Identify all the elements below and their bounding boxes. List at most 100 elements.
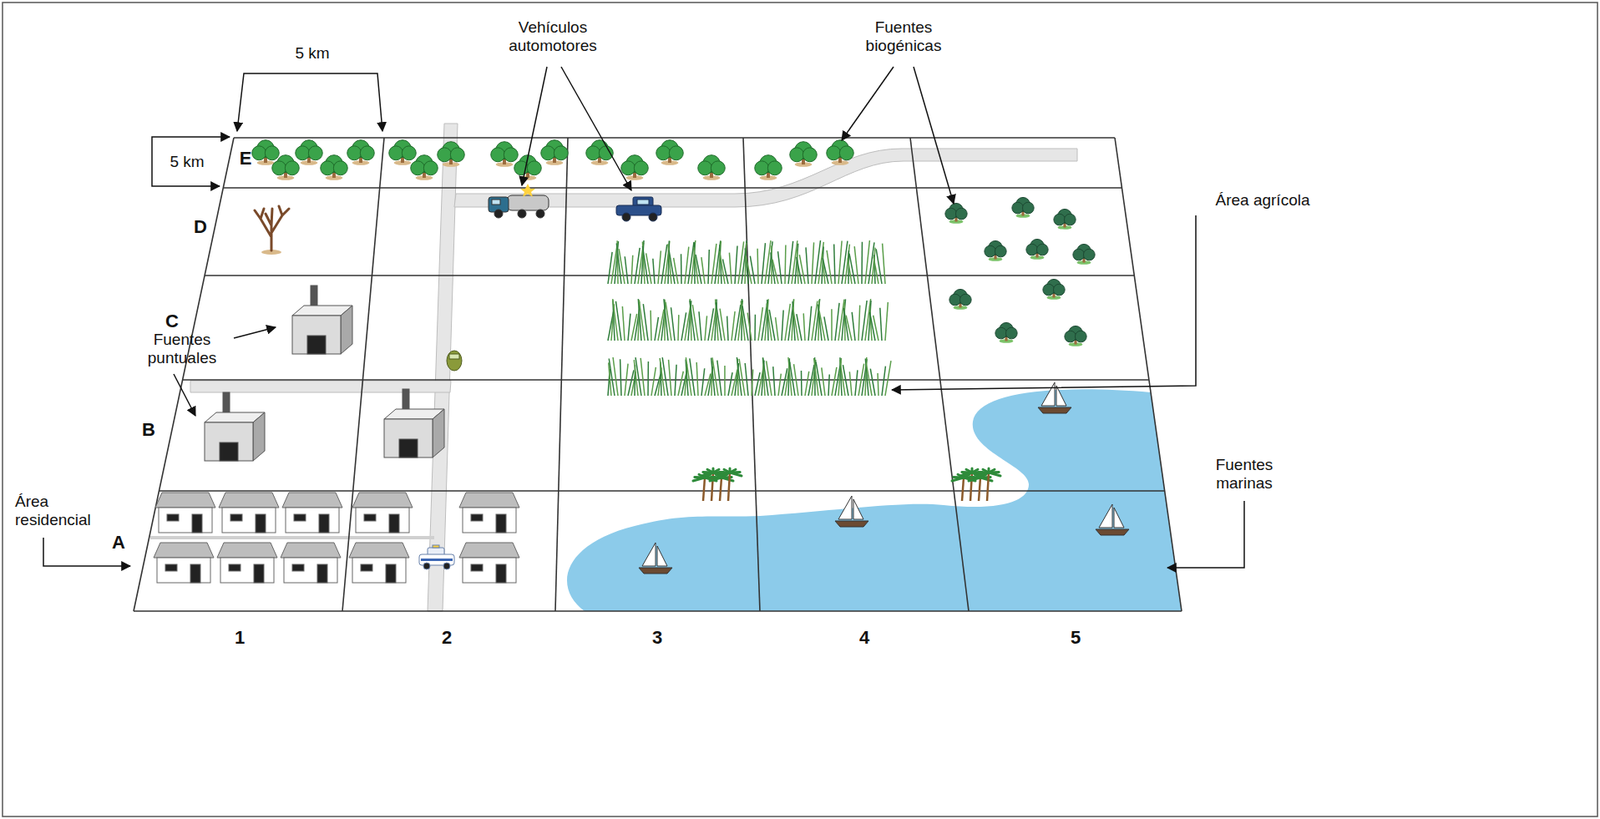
crop-stalk bbox=[701, 368, 705, 396]
boat-hull bbox=[1037, 407, 1072, 414]
column-label: 2 bbox=[441, 627, 452, 649]
crop-stalk bbox=[618, 248, 625, 284]
crop-stalk bbox=[742, 305, 749, 341]
callout-label: Fuentes puntuales bbox=[136, 330, 228, 368]
crop-stalk bbox=[640, 358, 645, 396]
crop-stalk bbox=[658, 250, 661, 284]
tree-icon bbox=[698, 155, 726, 181]
dimension-label: 5 km bbox=[294, 44, 330, 63]
palm-frond bbox=[977, 472, 989, 476]
tree-crown bbox=[333, 161, 348, 176]
row-label: E bbox=[239, 147, 253, 169]
palm-frond bbox=[701, 472, 714, 476]
crop-stalk bbox=[819, 310, 826, 341]
tree-crown bbox=[668, 146, 684, 161]
crop-stalk bbox=[659, 358, 665, 396]
crop-stalk bbox=[680, 253, 683, 284]
tree-icon bbox=[1064, 325, 1087, 346]
crop-stalk bbox=[880, 308, 882, 341]
row-label: B bbox=[141, 419, 156, 441]
callout-label: Área agrícola bbox=[1215, 191, 1310, 210]
crop-stalk bbox=[778, 374, 781, 396]
house-window bbox=[470, 564, 483, 572]
tree-crown bbox=[826, 146, 841, 161]
palm-trunk bbox=[703, 477, 705, 502]
crop-stalk bbox=[803, 313, 806, 341]
factory-icon bbox=[292, 285, 353, 355]
house-icon bbox=[349, 542, 410, 583]
tree-crown bbox=[656, 146, 671, 161]
tree-icon bbox=[621, 155, 649, 181]
crop-stalk bbox=[734, 246, 738, 284]
crop-stalk bbox=[754, 314, 756, 341]
crop-stalk bbox=[865, 298, 871, 341]
crop-stalk bbox=[811, 242, 815, 284]
crop-stalk bbox=[643, 303, 649, 341]
crop-stalk bbox=[677, 314, 679, 341]
tree-crown bbox=[503, 147, 518, 163]
tree-crown bbox=[839, 146, 854, 161]
house-body bbox=[285, 507, 340, 533]
house-body bbox=[283, 557, 338, 583]
factory-side bbox=[340, 305, 353, 355]
palm-trunk bbox=[978, 477, 981, 502]
tree-crown bbox=[1043, 283, 1055, 296]
sailboat-icon bbox=[638, 542, 673, 574]
crop-stalk bbox=[622, 306, 625, 341]
crop-stalk bbox=[649, 310, 652, 341]
car-stripe bbox=[420, 558, 453, 562]
crop-stalk bbox=[715, 302, 722, 341]
tree-icon bbox=[1026, 238, 1049, 259]
tree-crown bbox=[1063, 213, 1076, 226]
crop-stalk bbox=[633, 359, 638, 396]
crop-stalk bbox=[794, 364, 799, 396]
palm-frond bbox=[721, 477, 734, 482]
crop-stalk bbox=[749, 256, 755, 284]
tree-crown bbox=[802, 147, 817, 163]
tree-icon bbox=[437, 141, 466, 168]
road bbox=[190, 380, 451, 393]
house-icon bbox=[155, 492, 216, 533]
house-window bbox=[293, 514, 306, 522]
crop-stalk bbox=[885, 302, 888, 341]
tree-crown bbox=[272, 161, 287, 176]
boat-hull bbox=[638, 567, 673, 574]
wheel bbox=[536, 209, 545, 218]
boat-sail bbox=[1056, 385, 1067, 406]
tree-crown bbox=[1022, 202, 1034, 214]
crop-stalk bbox=[778, 251, 782, 284]
crop-stalk bbox=[653, 258, 655, 284]
tree-crown bbox=[789, 147, 805, 163]
tree-crown bbox=[598, 146, 613, 161]
crop-stalk bbox=[744, 363, 749, 396]
tree-crown bbox=[586, 146, 601, 161]
crop-stalk bbox=[727, 316, 729, 341]
house-icon bbox=[282, 492, 343, 533]
column-label: 4 bbox=[859, 627, 870, 649]
tree-crown bbox=[450, 147, 465, 163]
house-door bbox=[317, 564, 328, 583]
house-window bbox=[167, 514, 179, 522]
crop-stalk bbox=[668, 250, 675, 284]
tree-crown bbox=[1036, 243, 1049, 256]
leader-line bbox=[1167, 501, 1245, 568]
tree-icon bbox=[491, 141, 519, 168]
crop-stalk bbox=[830, 308, 833, 341]
house-icon bbox=[459, 542, 520, 583]
crop-stalk bbox=[627, 313, 631, 341]
palm-frond bbox=[709, 477, 722, 482]
tree-crown bbox=[698, 161, 713, 176]
crop-stalk bbox=[851, 312, 856, 341]
grid-line bbox=[1114, 137, 1182, 612]
crop-stalk bbox=[838, 240, 842, 284]
palm-frond bbox=[718, 472, 730, 476]
palm-frond bbox=[980, 477, 993, 482]
tree-crown bbox=[410, 161, 426, 176]
leader-line bbox=[561, 66, 632, 191]
crop-stalk bbox=[731, 311, 735, 341]
boat-sail bbox=[838, 496, 852, 520]
tree-crown bbox=[308, 146, 323, 161]
dimension-bracket bbox=[151, 136, 230, 187]
